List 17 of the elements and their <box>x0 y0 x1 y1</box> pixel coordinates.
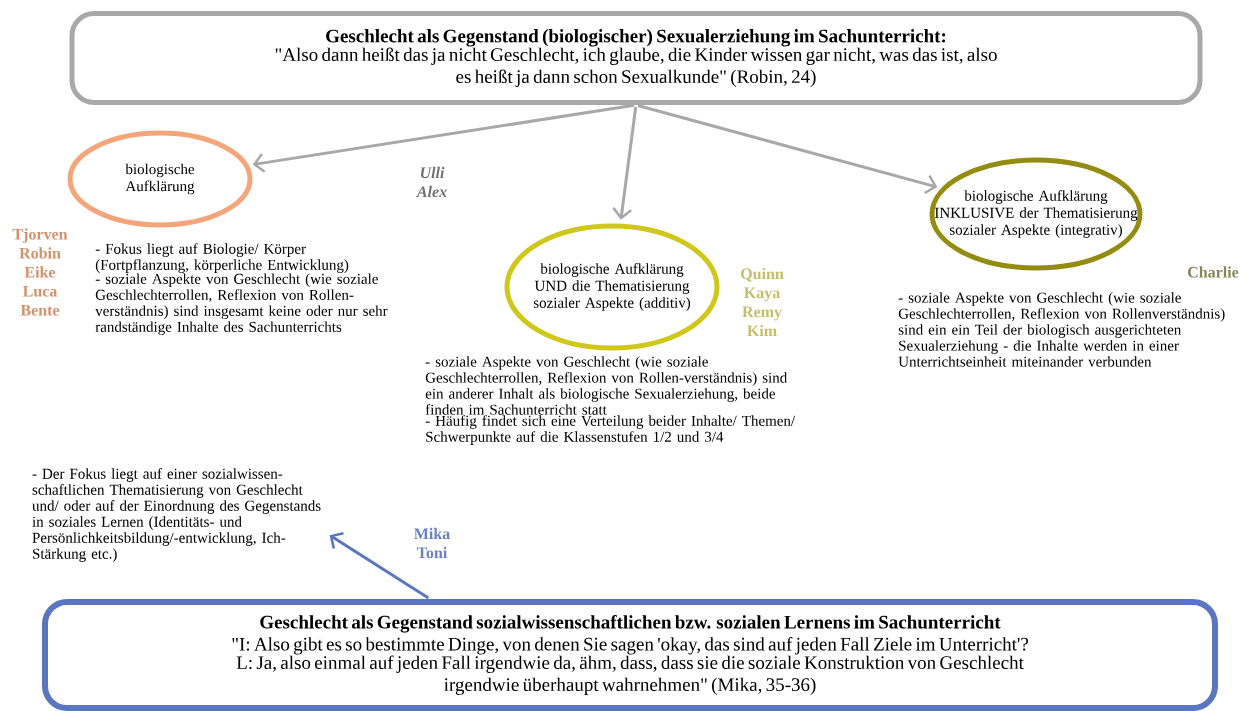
name-list: Tjorven Robin Eike Luca Bente <box>12 228 68 316</box>
arrow <box>252 103 635 173</box>
arrow <box>612 106 638 220</box>
quote-box: Geschlecht als Gegenstand (biologischer) Sexualerziehung im Sachunterricht: "Also dann heißt das ja nicht Geschlecht, ich glaube, die Kinder wissen gar nicht, was das ist, also es heißt ja dann schon Sexualkunde" (Robin, 24) <box>69 11 1203 105</box>
description-text: - soziale Aspekte von Geschlecht (wie soziale Geschlechterrollen, Reflexion von Rollenverständnis) sind ein ein Teil der biologisch ausgerichteten Sexualerziehung - die Inhalte werden in einer Unterrichtseinheit miteinander verbunden <box>898 292 1225 367</box>
description-text: - soziale Aspekte von Geschlecht (wie soziale Geschlechterrollen, Reflexion von Rollen-verständnis) sind ein anderer Inhalt als biologische Sexualerziehung, beide finden im Sachunterricht statt <box>425 356 788 415</box>
name-list: Charlie <box>1188 266 1239 278</box>
description-text: - Fokus liegt auf Biologie/ Körper (Fortpflanzung, körperliche Entwicklung) <box>95 243 349 273</box>
description-text: - Der Fokus liegt auf einer sozialwissen-schaftlichen Thematisierung von Geschlecht und/ oder auf der Einordnung des Gegenstands in soziales Lernen (Identitäts- und Persönlichkeitsbildung/-entwicklung, Ich-Stärkung etc.) <box>32 468 321 562</box>
arrow <box>329 532 430 600</box>
description-text: - soziale Aspekte von Geschlecht (wie soziale Geschlechterrollen, Reflexion von Rollen-verständnis) sind insgesamt keine oder nur sehr randständige Inhalte des Sachunterrichts <box>95 273 388 335</box>
quote-box: Geschlecht als Gegenstand sozialwissenschaftlichen bzw. sozialen Lernens im Sachunterricht "I: Also gibt es so bestimmte Dinge, von denen Sie sagen 'okay, das sind auf jeden Fall Ziele im Unterricht'? L: Ja, also einmal auf jeden Fall irgendwie da, ähm, dass, dass sie die soziale Konstruktion von Geschlecht irgendwie überhaupt wahrnehmen" (Mika, 35-36) <box>42 599 1218 711</box>
description-text: - Häufig findet sich eine Verteilung beider Inhalte/ Themen/ Schwerpunkte auf die Klassenstufen 1/2 und 3/4 <box>425 415 796 445</box>
arrow <box>637 104 938 195</box>
name-list: Quinn Kaya Remy Kim <box>741 267 784 337</box>
name-list: Ulli Alex <box>416 166 447 198</box>
name-list: Mika Toni <box>414 527 450 559</box>
